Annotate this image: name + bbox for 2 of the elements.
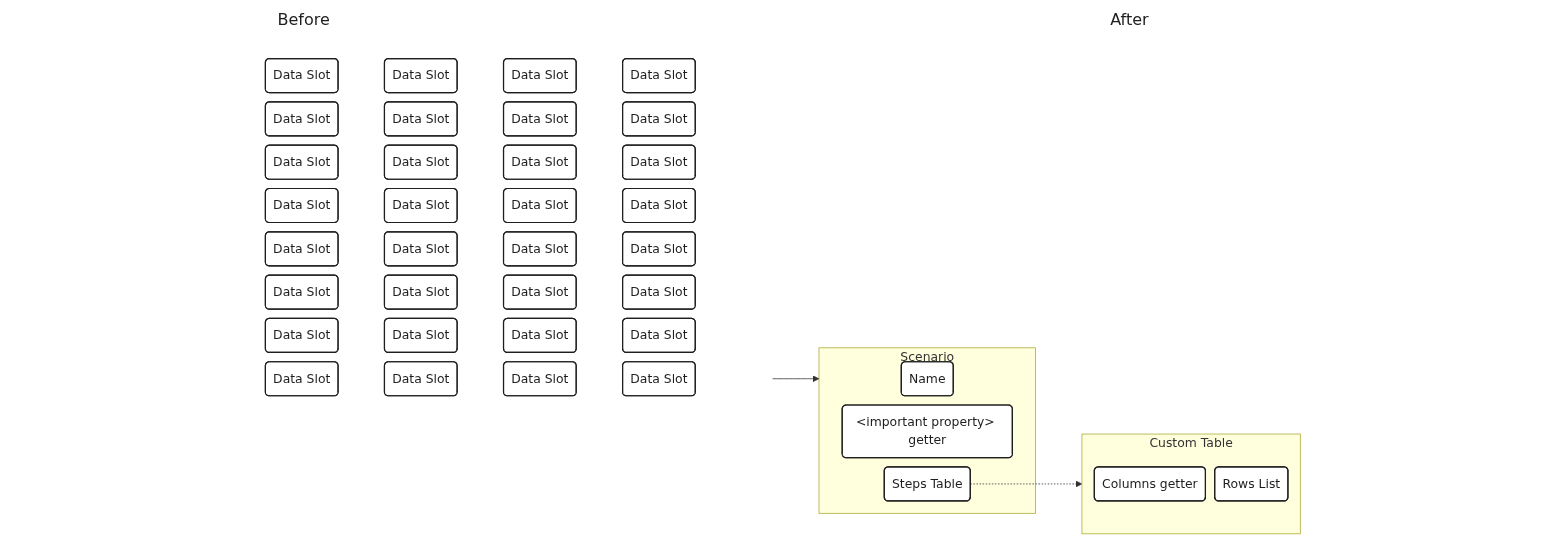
heading-label: After bbox=[1110, 10, 1149, 29]
heading-label: Before bbox=[277, 10, 330, 29]
